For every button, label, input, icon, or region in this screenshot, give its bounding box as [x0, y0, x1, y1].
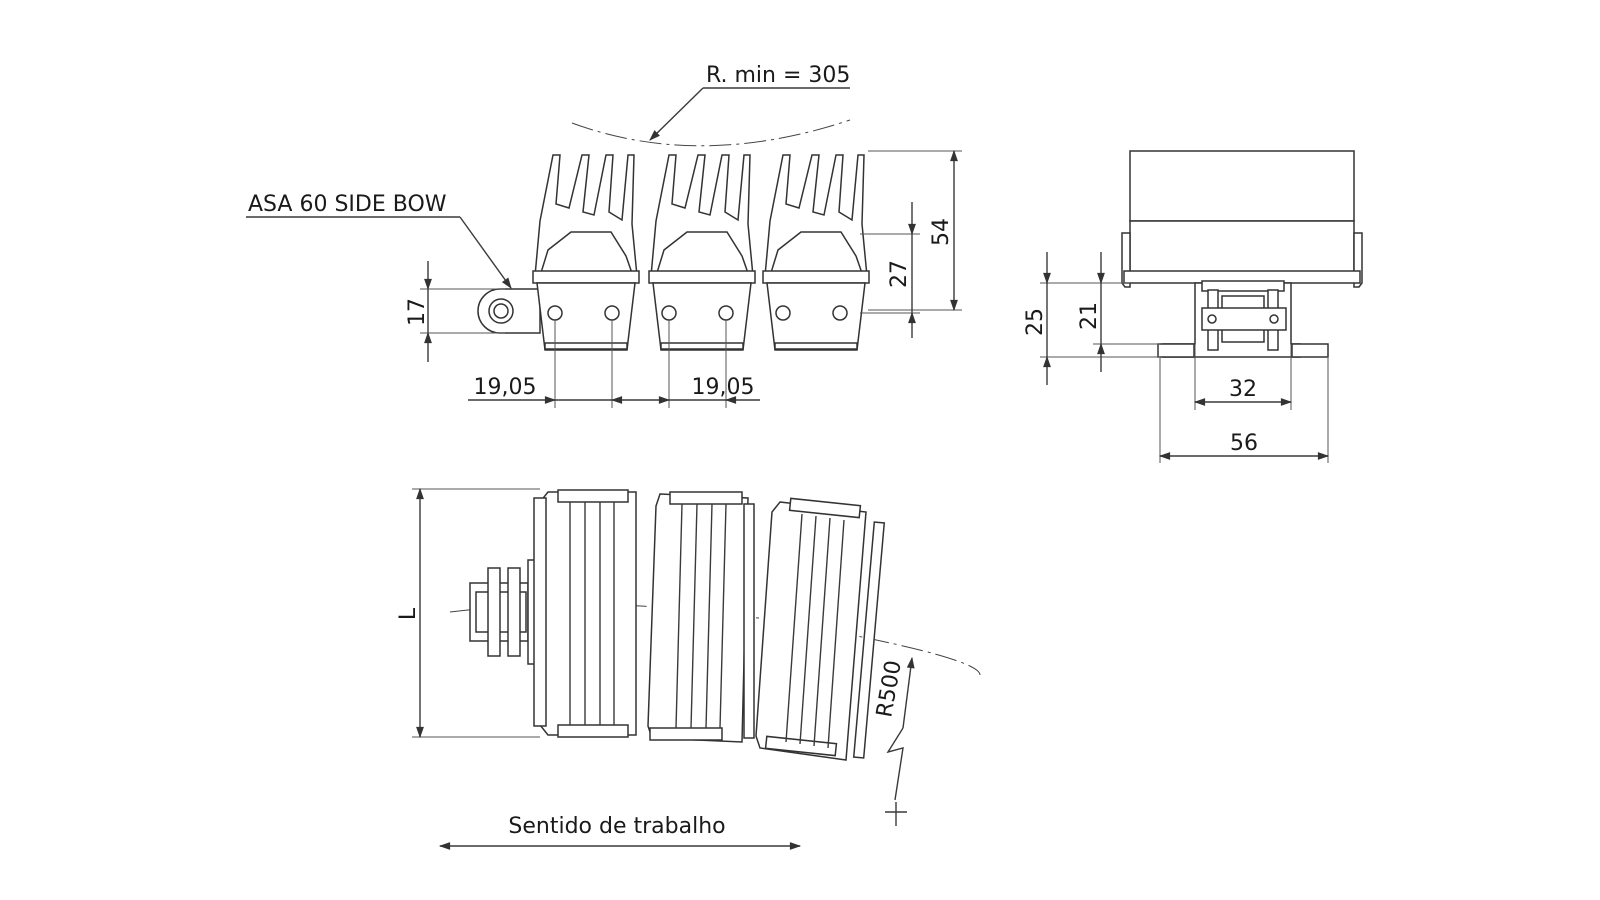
dim-height-21: 21	[1077, 302, 1102, 330]
min-radius-arc	[571, 119, 851, 147]
side-view: R. min = 305 ASA 60 SIDE BOW	[246, 63, 962, 408]
flight-plate-3	[762, 154, 870, 351]
dim-width-56: 56	[1230, 431, 1258, 456]
chain-name-leader	[459, 216, 512, 289]
radius-min-leader	[649, 87, 704, 141]
dim-pitch-left: 19,05	[474, 375, 537, 400]
end-view: 25 21 32 56	[1023, 150, 1363, 463]
roller-assembly	[1201, 289, 1287, 351]
dim-width-32: 32	[1229, 377, 1257, 402]
top-segment-2	[647, 491, 755, 743]
chain-end-connector	[477, 288, 541, 334]
top-view: L R500 Sentido de trabalho	[396, 487, 981, 850]
dim-height-link: 17	[405, 298, 430, 326]
top-connector	[469, 559, 537, 665]
flight-plate-2	[648, 154, 756, 351]
flight-plate-1	[532, 154, 640, 351]
dim-height-total: 54	[929, 218, 954, 246]
top-segment-3	[755, 497, 886, 761]
radius-top-view-label: R500	[872, 658, 907, 719]
dim-length: L	[396, 607, 421, 620]
dim-height-25: 25	[1023, 308, 1048, 336]
chain-name-label: ASA 60 SIDE BOW	[248, 192, 447, 217]
radius-min-label: R. min = 305	[706, 63, 850, 88]
dim-height-plate: 27	[887, 260, 912, 288]
r500-break-symbol	[886, 727, 904, 801]
r500-leader-top	[902, 656, 915, 729]
direction-label: Sentido de trabalho	[508, 814, 725, 839]
dim-pitch-right: 19,05	[692, 375, 755, 400]
top-segment-1	[533, 489, 637, 738]
